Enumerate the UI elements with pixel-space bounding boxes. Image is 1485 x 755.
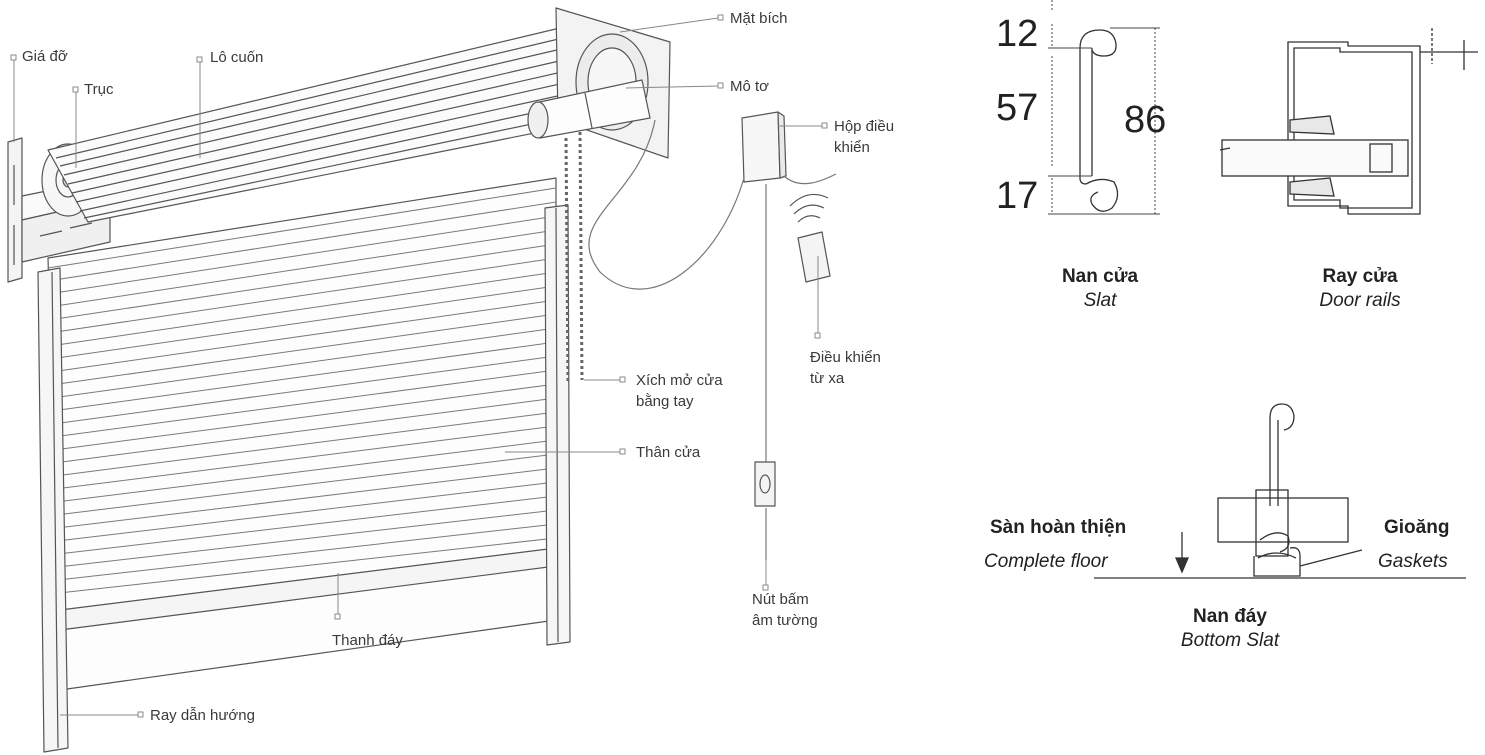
guide-rail-left: [37, 267, 69, 753]
control-box: [741, 111, 787, 183]
caption-bottom-en: Bottom Slat: [1180, 630, 1280, 651]
caption-slat-vi: Nan cửa: [1061, 266, 1139, 287]
bottom-slat-profile: [1094, 403, 1466, 579]
label-button-line2: âm tường: [752, 612, 818, 629]
door-slats: [47, 187, 557, 594]
label-remote-line2: từ xa: [810, 370, 845, 387]
label-bracket: Giá đỡ: [22, 48, 68, 65]
dimension-total: 86: [1124, 99, 1167, 141]
caption-floor-vi: Sàn hoàn thiện: [990, 517, 1127, 538]
label-control-box-line1: Hộp điều: [834, 118, 895, 135]
label-guide-rail: Ray dẫn hướng: [150, 707, 255, 724]
label-button-line1: Nút bấm: [752, 591, 809, 608]
manual-chain: [564, 131, 584, 383]
label-chain-line2: bằng tay: [636, 393, 694, 410]
leader-ends: [10, 14, 828, 718]
label-door-body: Thân cửa: [636, 444, 701, 461]
caption-bottom-vi: Nan đáy: [1193, 606, 1267, 627]
dimension-middle: 57: [996, 87, 1039, 129]
caption-slat-en: Slat: [1083, 290, 1117, 311]
caption-gasket-vi: Gioăng: [1384, 517, 1450, 538]
dimension-top: 12: [996, 13, 1039, 55]
caption-bottom-slat: Nan đáy Bottom Slat: [1150, 605, 1310, 653]
label-bottom-bar: Thanh đáy: [332, 632, 403, 649]
label-control-box-line2: khiển: [834, 139, 870, 156]
label-roll: Lô cuốn: [210, 49, 264, 66]
label-remote-line1: Điều khiển: [810, 349, 881, 366]
label-flange: Mặt bích: [730, 10, 788, 27]
leader-lines: [13, 17, 822, 716]
wall-button: [754, 461, 776, 507]
dimension-bottom: 17: [996, 175, 1039, 217]
caption-floor-en: Complete floor: [984, 551, 1108, 572]
motor: [527, 79, 651, 139]
remote-control: [789, 193, 831, 283]
slat-profile: [1079, 29, 1119, 212]
label-motor: Mô tơ: [730, 78, 770, 95]
label-chain-line1: Xích mở cửa: [636, 372, 723, 389]
caption-rails-vi: Ray cửa: [1322, 266, 1398, 287]
door-rails-profile: [1219, 28, 1478, 215]
cables: [588, 119, 837, 560]
slat-dimension-lines: [1048, 0, 1160, 215]
flange-plate: [555, 7, 671, 159]
caption-rails-en: Door rails: [1319, 290, 1401, 311]
caption-gasket-en: Gaskets: [1378, 551, 1448, 572]
guide-rail-right: [544, 204, 571, 646]
label-shaft: Trục: [84, 81, 114, 98]
caption-door-rails: Ray cửa Door rails: [1290, 265, 1430, 313]
caption-slat: Nan cửa Slat: [1040, 265, 1160, 313]
